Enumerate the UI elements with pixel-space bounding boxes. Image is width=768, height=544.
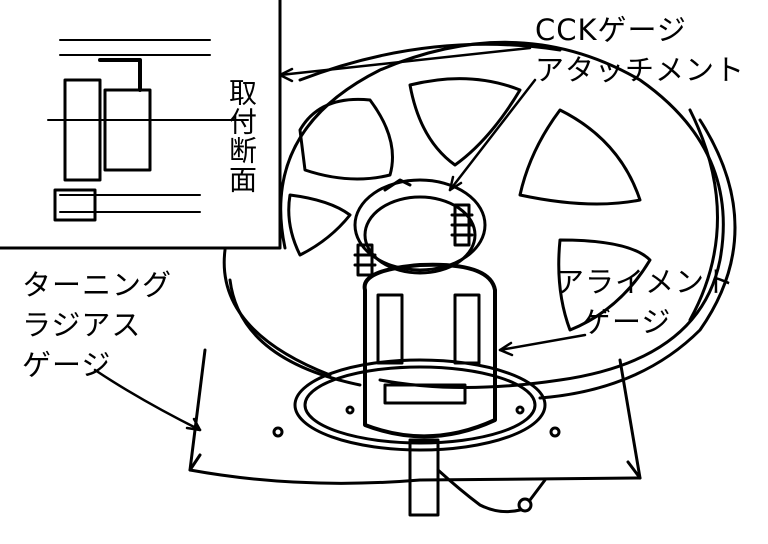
leader-lines [93, 46, 587, 432]
alignment-gauge-label-line2: ゲージ [582, 305, 672, 339]
cck-attachment [353, 178, 487, 277]
cck-attachment-label-line2: アタッチメント [535, 53, 746, 87]
alignment-gauge-label-line1: アライメント [555, 265, 736, 299]
turning-radius-gauge-label-line1: ターニング [22, 268, 173, 302]
alignment-gauge [362, 262, 547, 517]
mounting-section-label: 取付断面 [225, 78, 258, 194]
cck-attachment-label-line1: CCKゲージ [535, 13, 687, 47]
mounting-section-inset [0, 0, 282, 250]
turning-radius-gauge-label-line2: ラジアス [22, 308, 142, 342]
turning-radius-gauge-label-line3: ゲージ [22, 348, 112, 382]
turning-radius-plate [188, 348, 642, 485]
wheel [222, 40, 737, 400]
